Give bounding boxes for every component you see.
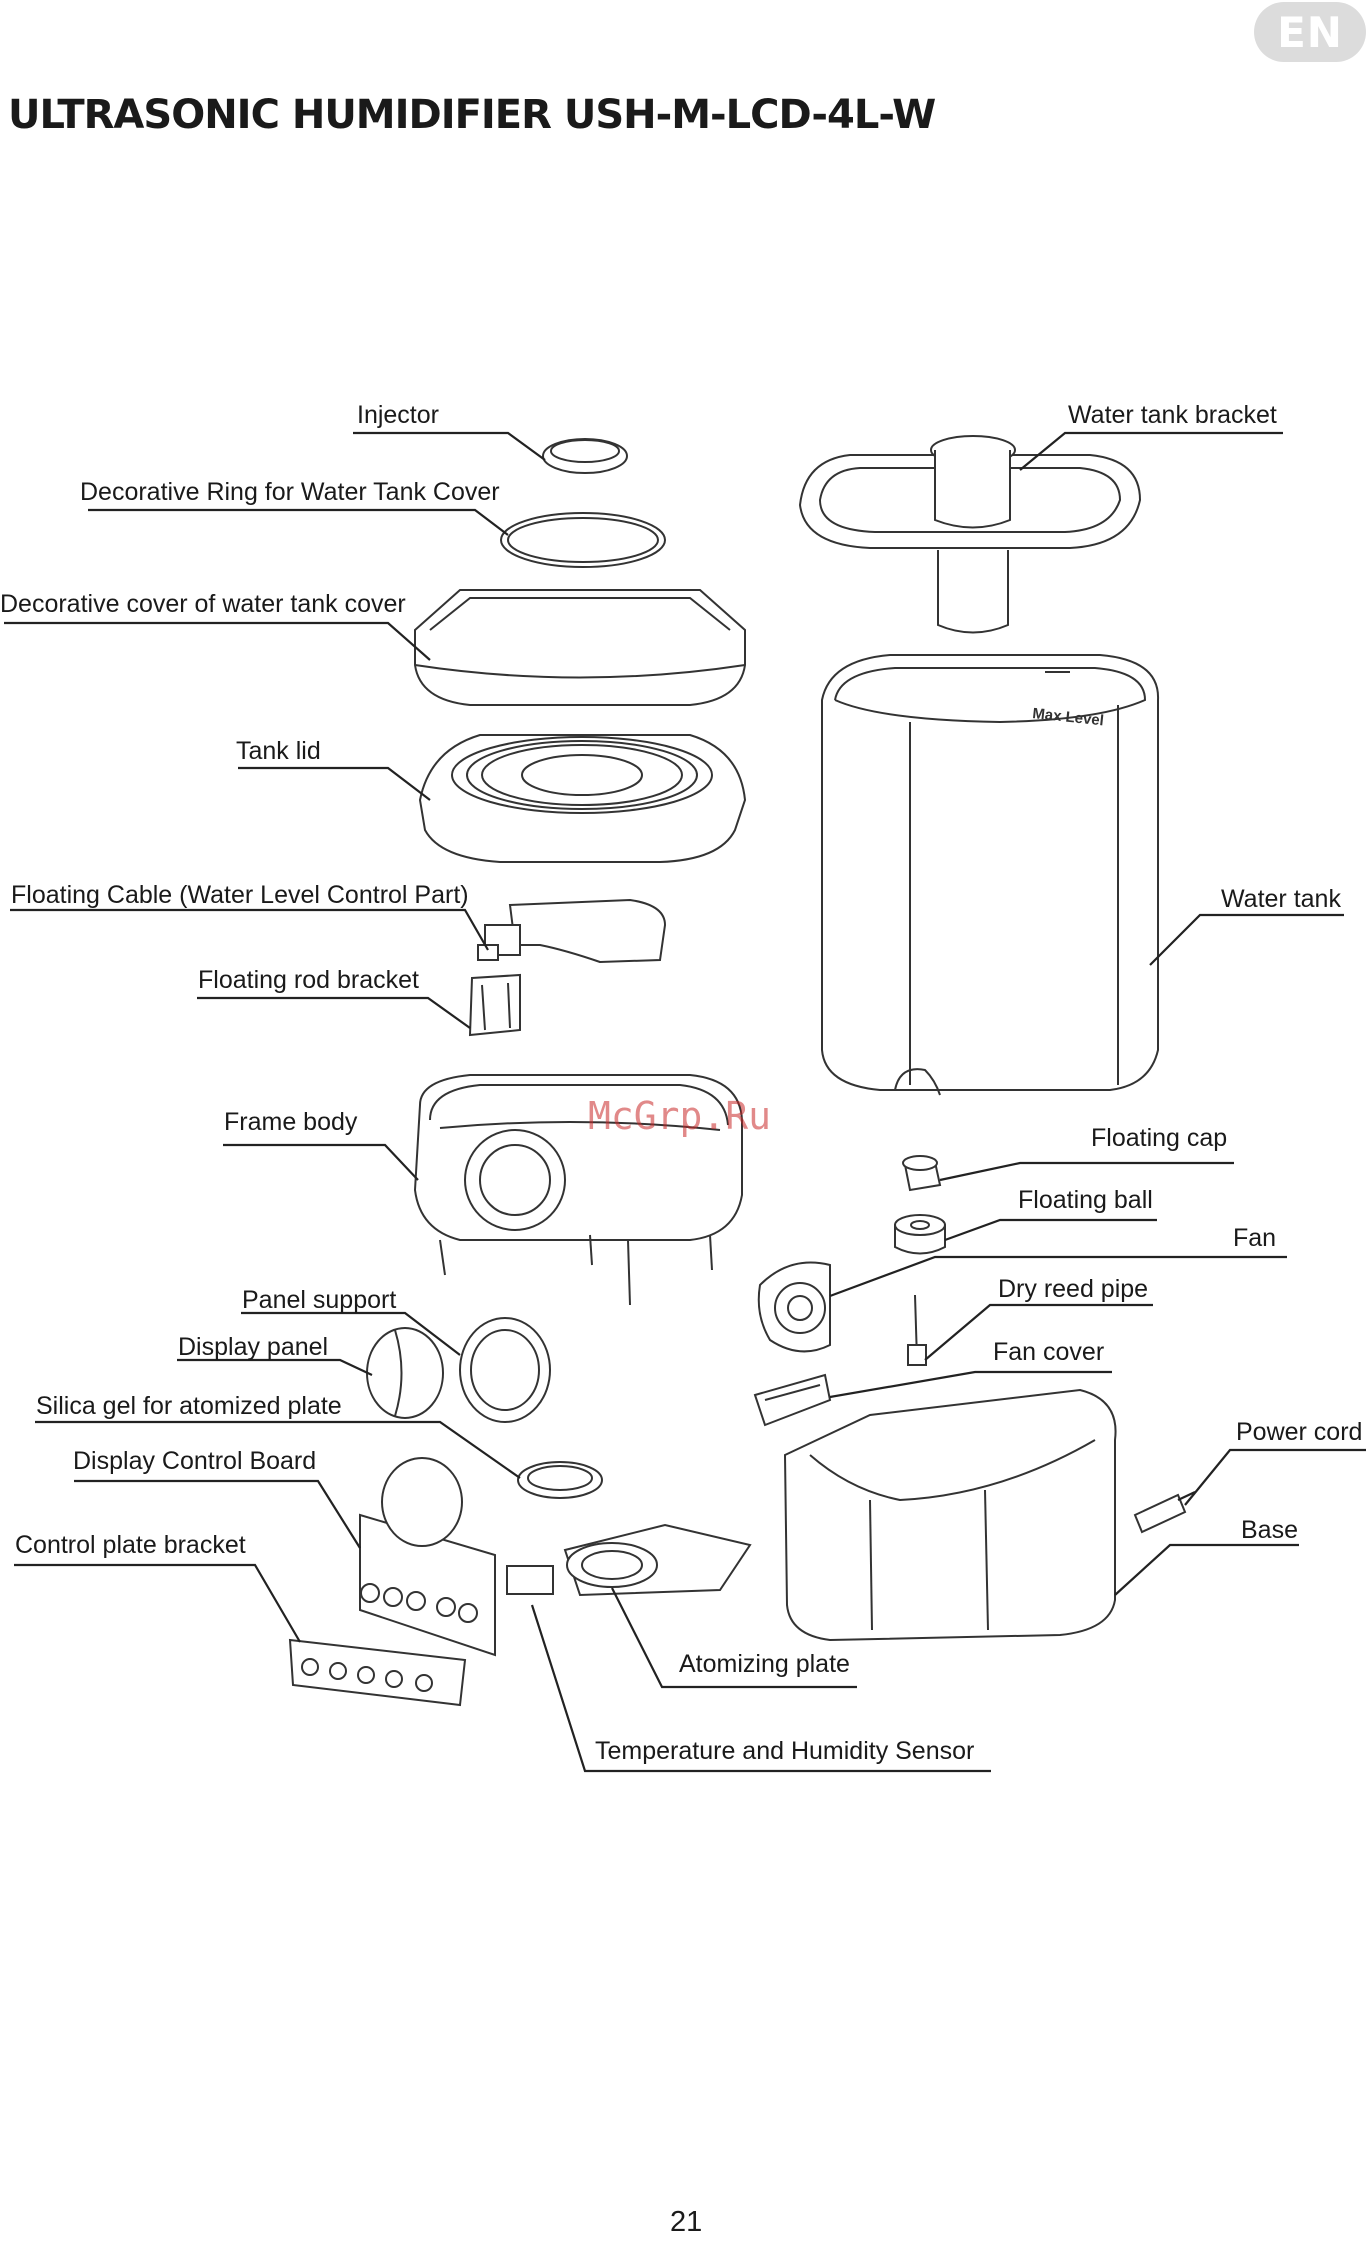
- base-part: [783, 1388, 1117, 1642]
- tank-lid-part: [418, 734, 747, 863]
- page-title: ULTRASONIC HUMIDIFIER USH-M-LCD-4L-W: [8, 92, 936, 138]
- leader-power-cord: [1184, 1448, 1366, 1506]
- floating-rod-bracket-part: [468, 973, 521, 1037]
- label-floating-ball: Floating ball: [1018, 1186, 1153, 1214]
- decorative-cover-part: [414, 589, 746, 706]
- floating-cable-part: [477, 898, 667, 964]
- label-tank-lid: Tank lid: [236, 737, 321, 765]
- leader-decorative-ring: [88, 508, 509, 536]
- leader-floating-cap: [939, 1161, 1234, 1182]
- leader-frame-body: [223, 1143, 419, 1181]
- leader-display-panel: [177, 1358, 373, 1376]
- injector-part: [542, 438, 628, 474]
- label-dry-reed-pipe: Dry reed pipe: [998, 1275, 1149, 1303]
- label-injector: Injector: [357, 401, 439, 429]
- leader-temp-humidity-sensor: [530, 1604, 991, 1773]
- label-frame-body: Frame body: [224, 1108, 358, 1136]
- leader-control-plate-bracket: [14, 1563, 301, 1643]
- label-decorative-cover: Decorative cover of water tank cover: [0, 590, 406, 618]
- leader-tank-lid: [238, 766, 431, 801]
- leader-fan-cover: [829, 1370, 1112, 1399]
- display-panel-part: [366, 1327, 444, 1419]
- fan-cover-part: [753, 1373, 832, 1427]
- leader-injector: [353, 431, 546, 461]
- leader-base: [1114, 1543, 1299, 1596]
- leader-fan: [829, 1255, 1287, 1298]
- power-cord-part: [1133, 1491, 1196, 1534]
- label-fan-cover: Fan cover: [993, 1338, 1105, 1366]
- leader-dry-reed-pipe: [924, 1303, 1153, 1361]
- label-base: Base: [1241, 1516, 1298, 1544]
- label-power-cord: Power cord: [1236, 1418, 1363, 1446]
- water-tank-part: [821, 654, 1160, 1096]
- floating-ball-part: [894, 1214, 946, 1255]
- leader-floating-ball: [944, 1218, 1157, 1242]
- dry-reed-pipe-part: [907, 1294, 927, 1366]
- page-number: 21: [670, 2206, 703, 2238]
- leader-decorative-cover: [4, 621, 431, 661]
- leader-atomizing-plate: [611, 1587, 857, 1689]
- leader-panel-support: [241, 1311, 461, 1356]
- label-floating-cable: Floating Cable (Water Level Control Part…: [11, 881, 469, 909]
- frame-body-part: [413, 1074, 743, 1306]
- label-fan: Fan: [1233, 1224, 1277, 1252]
- label-water-tank-bracket: Water tank bracket: [1068, 401, 1277, 429]
- floating-cap-part: [902, 1155, 942, 1192]
- fan-part: [757, 1261, 831, 1353]
- control-plate-bracket-part: [288, 1638, 467, 1707]
- leader-floating-rod-bracket: [197, 996, 471, 1029]
- label-control-plate-bracket: Control plate bracket: [15, 1531, 246, 1559]
- watermark: McGrp.Ru: [588, 1094, 772, 1138]
- temp-humidity-sensor-part: [506, 1565, 554, 1595]
- label-display-control-board: Display Control Board: [73, 1447, 317, 1475]
- label-silica-gel: Silica gel for atomized plate: [36, 1392, 342, 1420]
- decorative-ring-part: [500, 512, 666, 568]
- leader-water-tank-bracket: [1019, 431, 1283, 471]
- leader-display-control-board: [74, 1479, 361, 1549]
- display-control-board-part: [359, 1457, 496, 1657]
- label-floating-cap: Floating cap: [1091, 1124, 1228, 1152]
- label-floating-rod-bracket: Floating rod bracket: [198, 966, 419, 994]
- atomizing-plate-part: [563, 1523, 752, 1597]
- leader-silica-gel: [35, 1420, 521, 1479]
- language-badge: EN: [1254, 2, 1366, 62]
- panel-support-part: [459, 1317, 551, 1423]
- leader-floating-cable: [10, 908, 489, 951]
- label-atomizing-plate: Atomizing plate: [679, 1650, 850, 1678]
- water-tank-bracket-part: [798, 435, 1142, 634]
- label-decorative-ring: Decorative Ring for Water Tank Cover: [80, 478, 500, 506]
- label-water-tank: Water tank: [1221, 885, 1341, 913]
- label-temp-humidity-sensor: Temperature and Humidity Sensor: [595, 1737, 975, 1765]
- leader-water-tank: [1149, 913, 1344, 966]
- label-panel-support: Panel support: [242, 1286, 397, 1314]
- silica-gel-part: [517, 1461, 603, 1499]
- label-display-panel: Display panel: [178, 1333, 329, 1361]
